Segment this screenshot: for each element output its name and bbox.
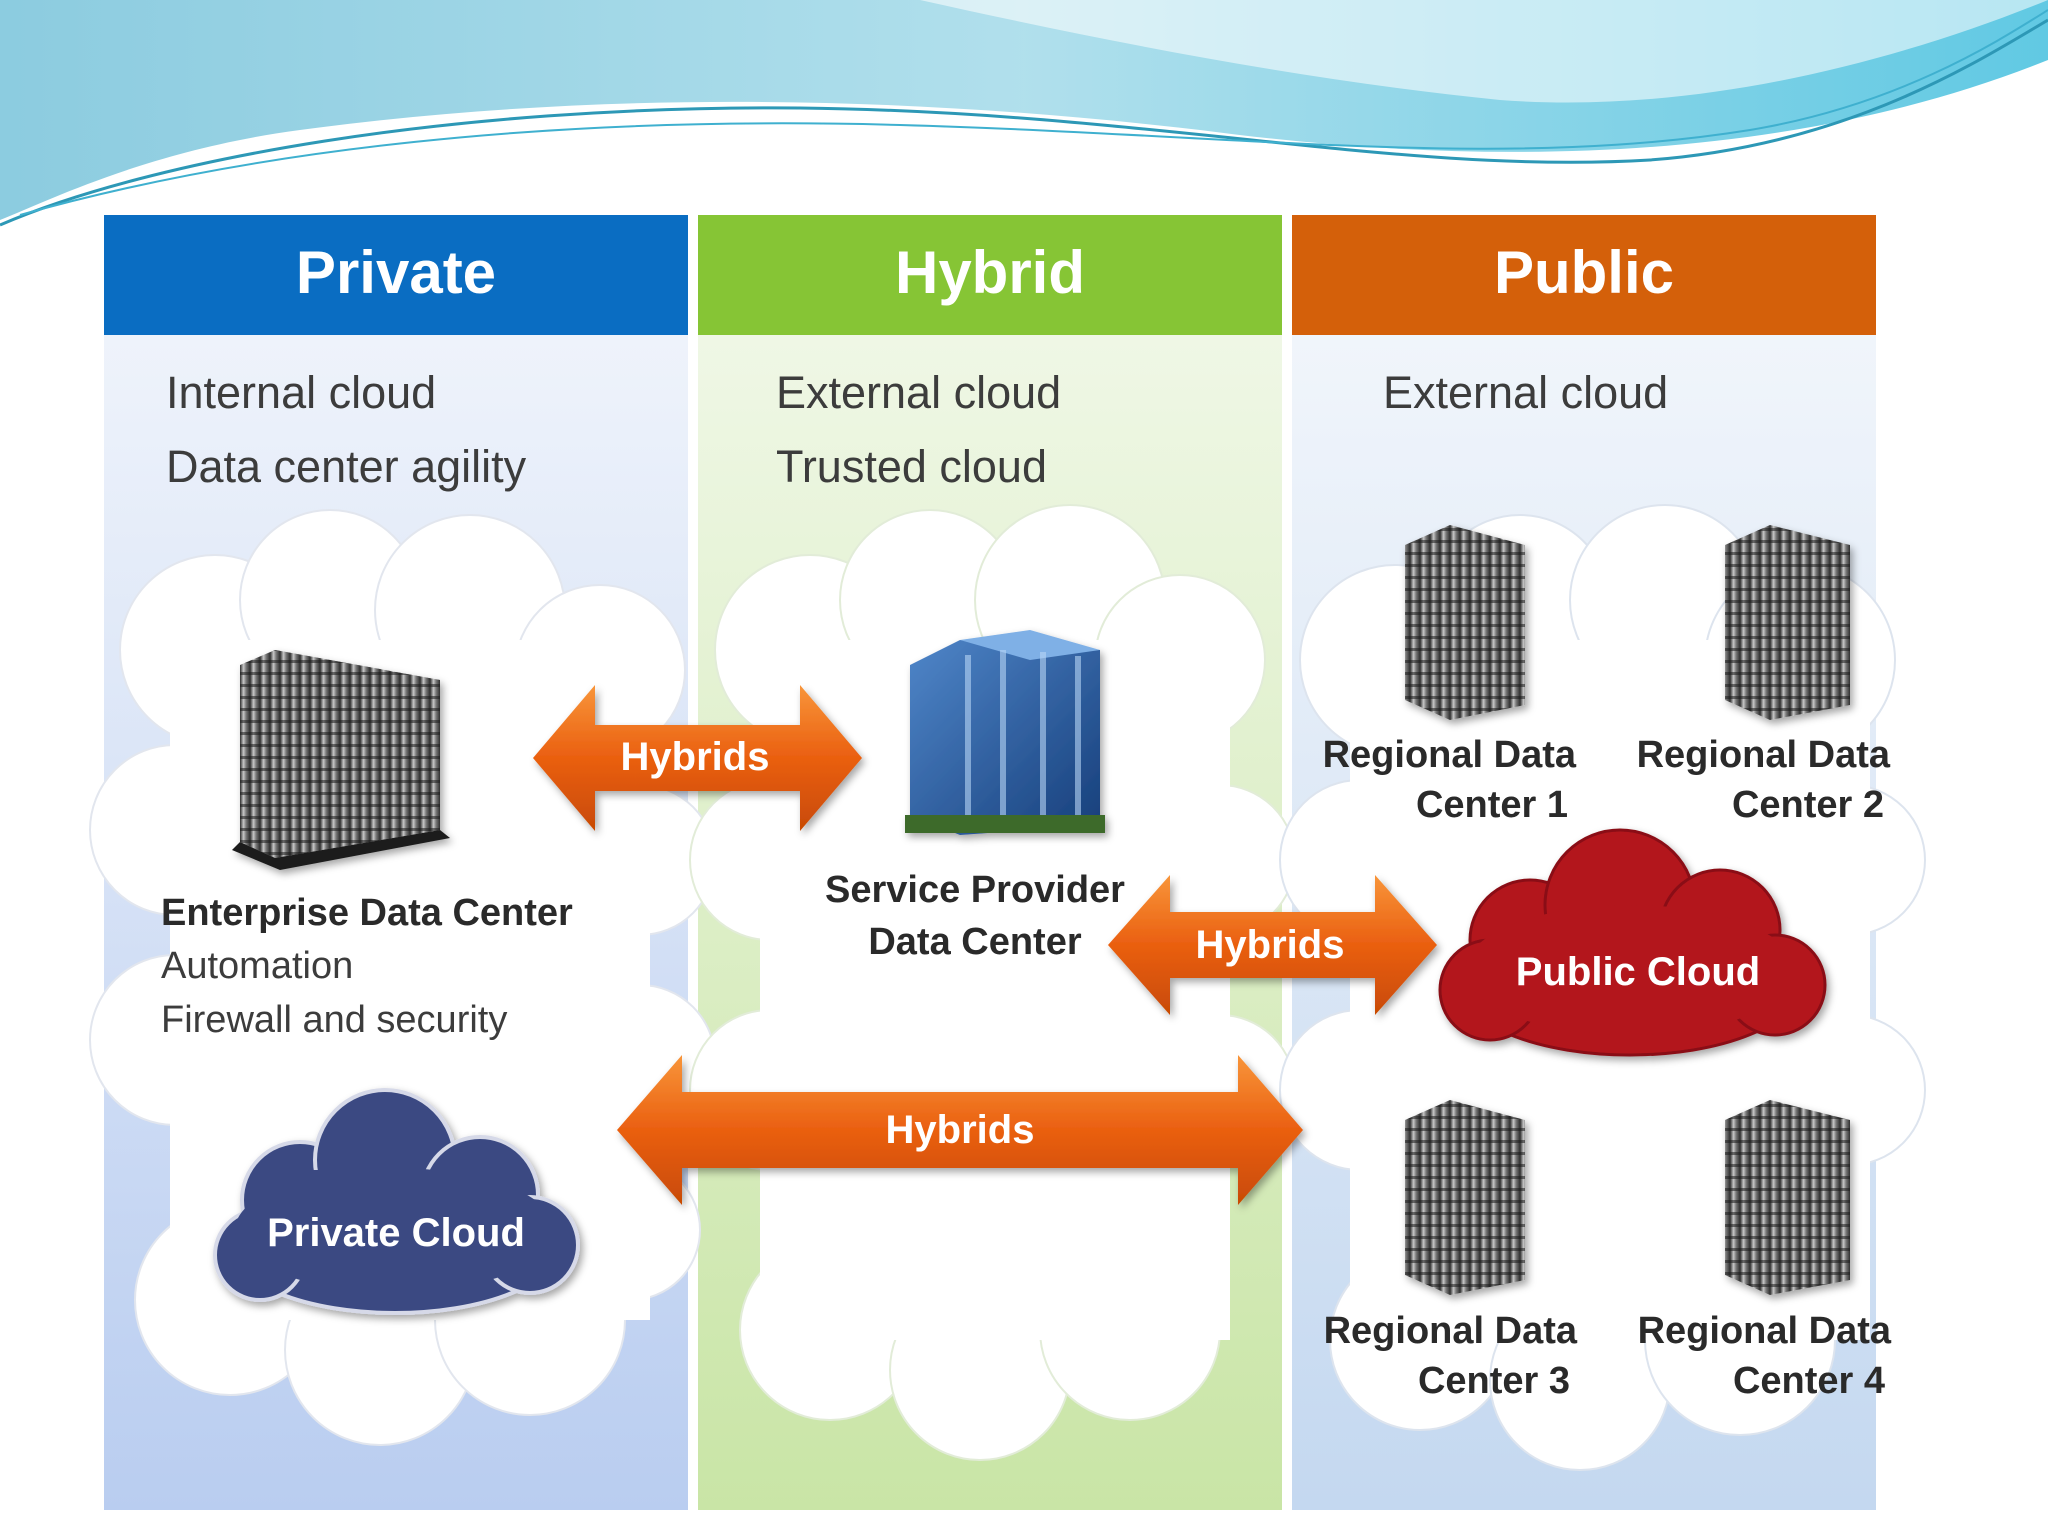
enterprise-dc-line-1: Automation	[161, 945, 353, 987]
hybrid-cloud-area	[689, 504, 1296, 1461]
private-header-bar	[104, 215, 688, 335]
public-header-bar	[1292, 215, 1876, 335]
service-provider-building-icon	[905, 630, 1105, 835]
regional-building-3-icon	[1405, 1100, 1525, 1295]
regional-dc-4-line-1: Regional Data	[1638, 1310, 1892, 1352]
hybrids-arrow-bottom	[617, 1055, 1303, 1205]
hybrid-subtitle-2: Trusted cloud	[776, 441, 1047, 492]
hybrid-header: Hybrid	[895, 239, 1085, 306]
public-cloud-label: Public Cloud	[1516, 950, 1760, 994]
hybrid-subtitle-1: External cloud	[776, 367, 1061, 418]
service-provider-line-1: Service Provider	[825, 869, 1125, 911]
private-subtitle-2: Data center agility	[166, 441, 527, 492]
hybrids-arrow-top-label: Hybrids	[621, 735, 770, 779]
enterprise-building-icon	[232, 650, 450, 870]
regional-dc-2-line-2: Center 2	[1732, 784, 1884, 826]
regional-dc-3-line-2: Center 3	[1418, 1360, 1570, 1402]
hybrids-arrow-bottom-label: Hybrids	[886, 1108, 1035, 1152]
regional-building-2-icon	[1725, 525, 1850, 720]
enterprise-dc-line-2: Firewall and security	[161, 999, 507, 1041]
regional-building-1-icon	[1405, 525, 1525, 720]
public-subtitle-1: External cloud	[1383, 367, 1668, 418]
regional-dc-1-line-2: Center 1	[1416, 784, 1568, 826]
regional-building-4-icon	[1725, 1100, 1850, 1295]
service-provider-line-2: Data Center	[868, 921, 1081, 963]
private-header: Private	[296, 239, 496, 306]
private-cloud-icon	[213, 1088, 580, 1315]
hybrids-arrow-top	[533, 685, 862, 831]
private-subtitle-1: Internal cloud	[166, 367, 436, 418]
regional-dc-1-line-1: Regional Data	[1323, 734, 1577, 776]
enterprise-dc-title: Enterprise Data Center	[161, 892, 573, 934]
regional-dc-2-line-1: Regional Data	[1637, 734, 1891, 776]
regional-dc-3-line-1: Regional Data	[1324, 1310, 1578, 1352]
regional-dc-4-line-2: Center 4	[1733, 1360, 1885, 1402]
public-header: Public	[1494, 239, 1674, 306]
top-wave-decoration	[0, 0, 2048, 227]
hybrid-header-bar	[698, 215, 1282, 335]
hybrids-arrow-middle	[1108, 875, 1437, 1015]
private-cloud-label: Private Cloud	[267, 1211, 525, 1255]
hybrids-arrow-middle-label: Hybrids	[1196, 923, 1345, 967]
public-cloud-icon	[1438, 828, 1827, 1057]
